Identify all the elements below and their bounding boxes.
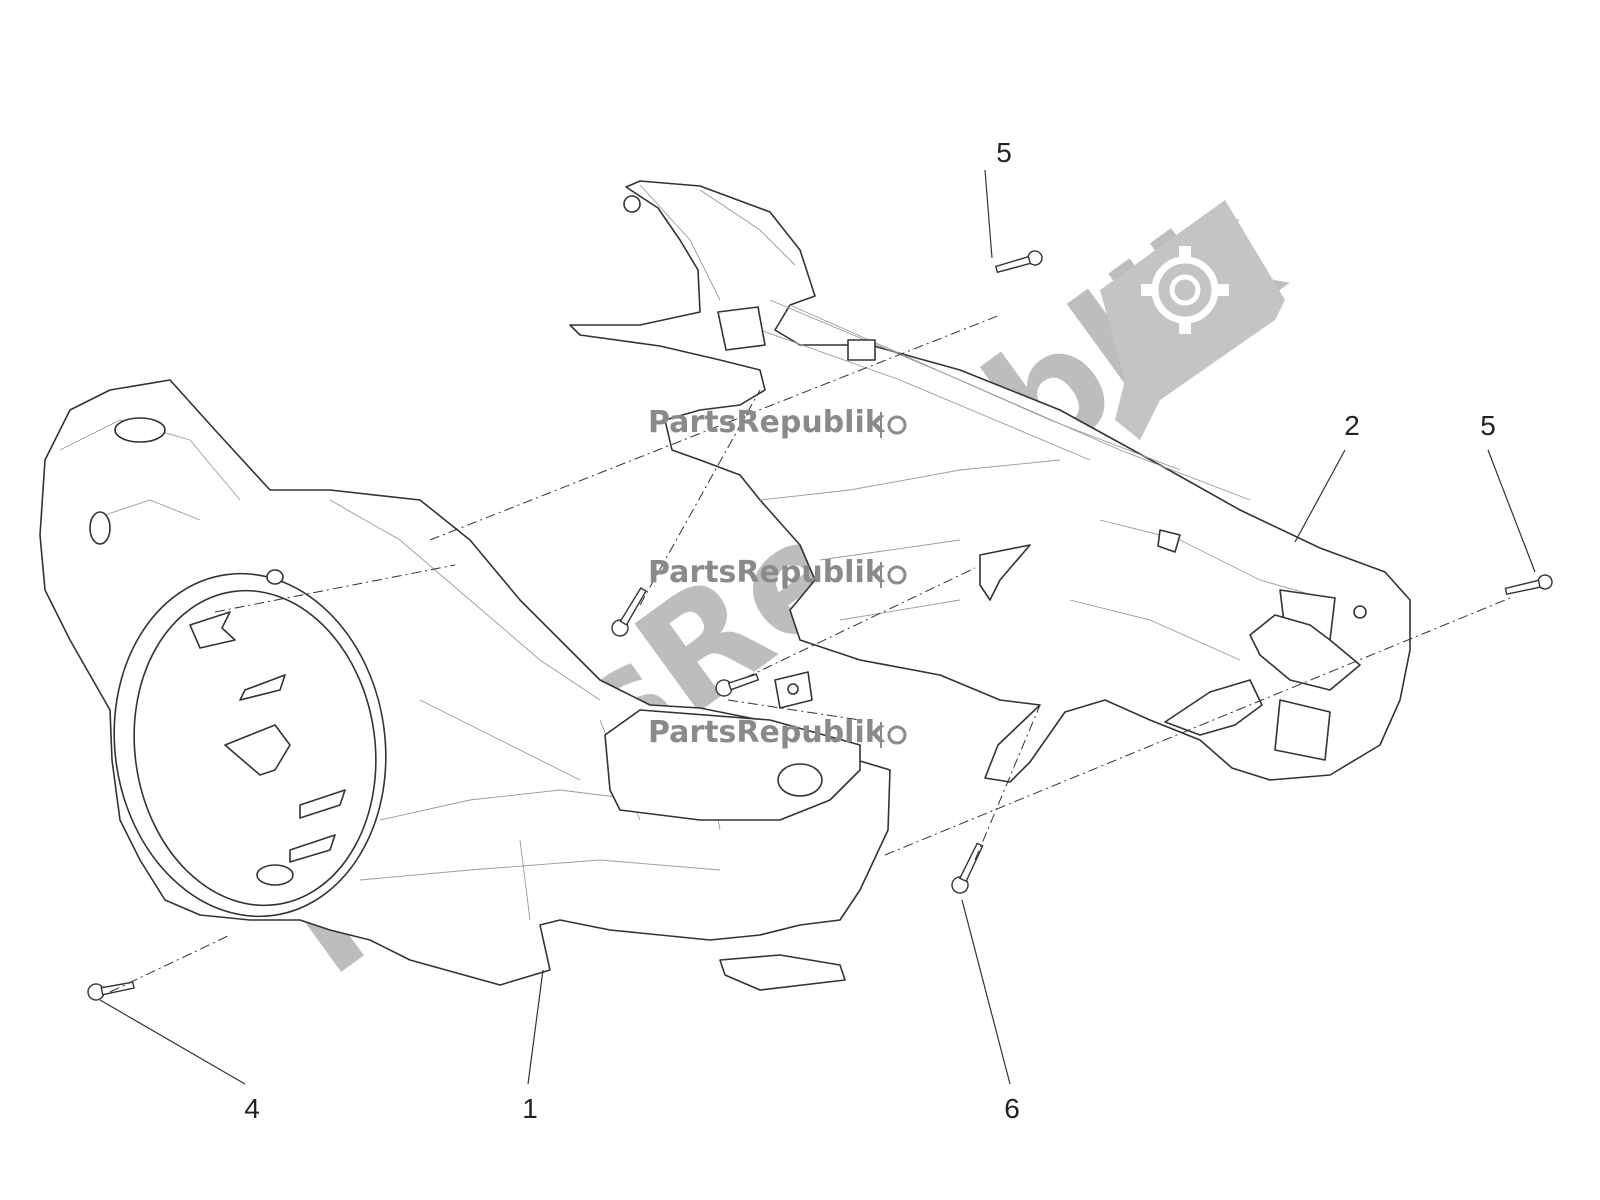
watermark-logo [1100, 200, 1285, 440]
gear-icon [887, 725, 907, 745]
assembly-axes [109, 314, 1511, 993]
screw-4 [87, 981, 135, 1001]
svg-text:PartsRepublik: PartsRepublik [648, 405, 886, 440]
watermark-small-1: PartsRepublik [648, 405, 907, 440]
screw-5-top [994, 250, 1043, 274]
gear-icon [1141, 246, 1229, 334]
callout-5-top: 5 [996, 137, 1012, 168]
part-2-rear-handlebar-cover [569, 180, 1411, 783]
screw-center-upper [611, 587, 647, 637]
leader-lines [99, 169, 1536, 1085]
callout-4: 4 [244, 1093, 260, 1124]
screw-5-right [1504, 574, 1553, 596]
callout-2: 2 [1344, 410, 1360, 441]
gear-icon [887, 565, 907, 585]
gear-icon [887, 415, 907, 435]
callout-5-right: 5 [1480, 410, 1496, 441]
watermark-small-3: PartsRepublik [648, 715, 907, 750]
watermark-small-2: PartsRepublik [648, 555, 907, 590]
small-clip [774, 544, 1031, 709]
callout-1: 1 [522, 1093, 538, 1124]
svg-text:PartsRepublik: PartsRepublik [648, 715, 886, 750]
screw-6 [951, 842, 984, 894]
svg-text:PartsRepublik: PartsRepublik [648, 555, 886, 590]
callout-6: 6 [1004, 1093, 1020, 1124]
part-1-front-handlebar-cover [39, 379, 891, 991]
